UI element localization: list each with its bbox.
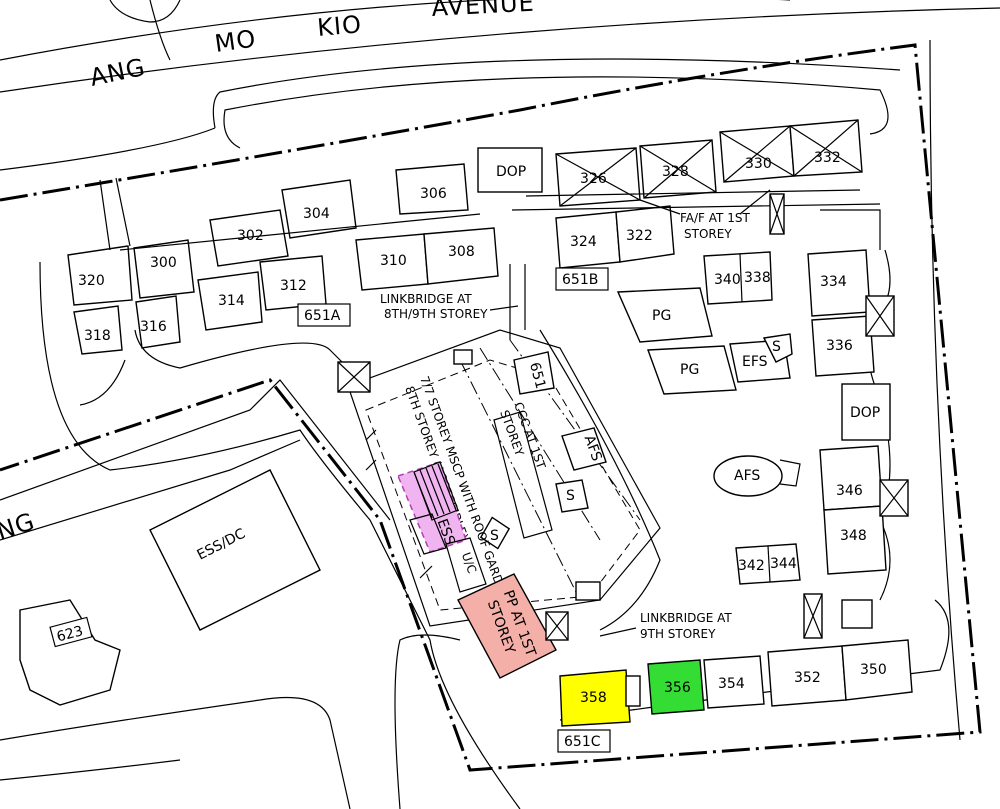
road-name-word-3: KIO [316,10,363,42]
faf-note-line2: STOREY [684,227,732,241]
road-name-word-4: AVENUE [431,0,535,22]
afs-east-label: AFS [734,468,760,484]
block-338-label: 338 [744,270,771,286]
court-651C-label: 651C [564,734,601,750]
court-651C-blocks: 342 344 354 352 350 356 358 651C [557,543,913,753]
faf-note-line1: FA/F AT 1ST [680,211,750,225]
linkbridge-note-south: LINKBRIDGE AT 9TH STOREY [599,611,732,641]
block-328-label: 328 [662,164,689,180]
linkbridge-north-line1: LINKBRIDGE AT [380,292,472,306]
mscp-complex: 651 AFS S S 7/7 STOREY MSCP WITH ROOF GA… [337,329,661,679]
s-east [762,333,793,363]
block-300-label: 300 [150,255,177,271]
block-358-label: 358 [580,690,607,706]
linkbridge-north-line2: 8TH/9TH STOREY [384,307,488,321]
pg-upper [616,287,713,343]
dop-east [841,383,891,441]
court-651A-label: 651A [304,308,341,324]
existing-buildings-left: ESS/DC 623 NG [0,379,391,809]
dop-north-label: DOP [496,164,526,180]
dop-north [477,147,543,193]
block-352-label: 352 [794,670,821,686]
s-mscp-2 [479,516,511,550]
s-mscp [555,479,589,513]
block-350-label: 350 [860,662,887,678]
road-name-word-2: MO [213,24,258,58]
block-316-label: 316 [140,319,167,335]
staircase-icon [413,461,459,521]
block-344-label: 344 [770,556,797,572]
block-358-highlight [559,669,631,727]
efs-label: EFS [742,354,768,370]
mscp-tag-label: 651 [526,361,548,391]
east-blocks: 334 336 DOP 346 348 [769,193,909,575]
block-320-label: 320 [78,273,105,289]
linkbridge-south-line1: LINKBRIDGE AT [640,611,732,625]
block-304-label: 304 [303,206,330,222]
s-mscp-2-label: S [490,528,499,544]
avenue-road: ANG MO KIO AVENUE [0,0,1000,171]
block-312-label: 312 [280,278,307,294]
court-651C-box [557,729,611,753]
road-name-fragment: NG [0,507,39,546]
block-336-label: 336 [826,338,853,354]
pg-upper-label: PG [652,308,671,324]
mscp-tag-box [513,351,555,395]
block-356-highlight [647,659,705,715]
block-356-label: 356 [664,680,691,696]
court-651B-blocks: 324 322 326 328 330 332 651B FA/F AT 1ST… [511,119,881,305]
ess-dc-building [149,469,321,631]
block-354-label: 354 [718,676,745,692]
block-326-label: 326 [580,171,607,187]
block-324-label: 324 [570,234,597,250]
afs-mscp [561,427,607,471]
block-302-label: 302 [237,228,264,244]
court-623-label: 623 [55,623,85,645]
pg-lower-label: PG [680,362,699,378]
court-623-box [49,616,93,648]
block-330-label: 330 [745,156,772,172]
dop-east-label: DOP [850,405,880,421]
block-314-label: 314 [218,293,245,309]
block-334-label: 334 [820,274,847,290]
ess-highlight [396,461,467,553]
block-318-label: 318 [84,328,111,344]
uc-label: U/C [459,551,479,576]
road-name-word-1: ANG [87,53,148,92]
linkbridge-south-line2: 9TH STOREY [640,627,716,641]
block-623-outline [19,599,121,706]
court-651A-blocks: 320 300 302 304 306 DOP 310 308 312 314 … [67,147,543,355]
block-306-label: 306 [420,186,447,202]
site-boundary [0,39,982,772]
block-346-label: 346 [836,483,863,499]
pp-highlight [457,573,557,679]
block-348-label: 348 [840,528,867,544]
afs-east [713,455,783,497]
block-342-label: 342 [738,558,765,574]
court-651A-box [297,303,351,327]
pg-lower [647,345,737,395]
block-332-label: 332 [814,150,841,166]
block-308-label: 308 [448,244,475,260]
block-310-label: 310 [380,253,407,269]
block-340-label: 340 [714,272,741,288]
court-651B-label: 651B [562,272,598,288]
s-east-label: S [772,339,781,355]
s-mscp-label: S [566,488,575,504]
block-322-label: 322 [626,228,653,244]
middle-facilities: PG PG EFS S AFS [616,287,801,497]
linkbridge-note-north: LINKBRIDGE AT 8TH/9TH STOREY [380,292,519,321]
court-651B-box [555,267,609,291]
